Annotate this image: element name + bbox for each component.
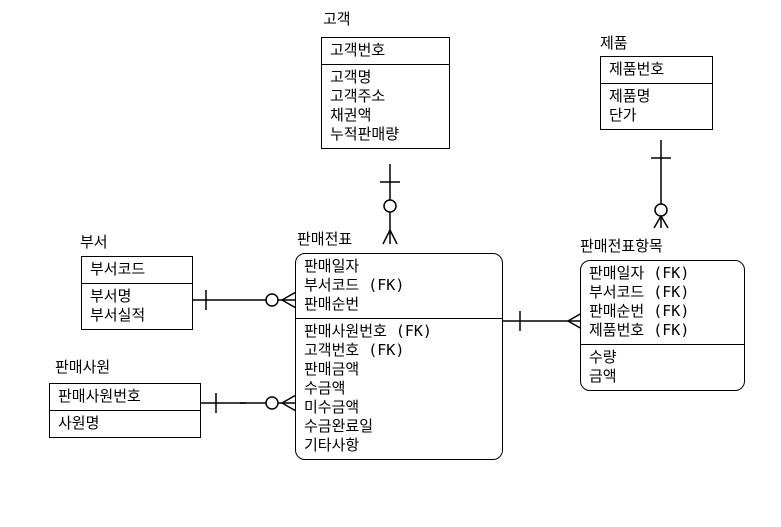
entity-salesperson-attr-section: 사원명 bbox=[50, 411, 200, 437]
entity-salesperson-pk-section: 판매사원번호 bbox=[50, 384, 200, 411]
entity-sales-slip-attr-section: 판매사원번호 (FK) 고객번호 (FK) 판매금액 수금액 미수금액 수금완료… bbox=[296, 319, 502, 459]
relationship-department-sales-slip bbox=[192, 290, 297, 310]
entity-customer-pk-section: 고객번호 bbox=[322, 38, 449, 65]
entity-sales-slip-pk-1: 부서코드 (FK) bbox=[304, 276, 405, 294]
entity-department-pk-section: 부서코드 bbox=[82, 257, 192, 284]
entity-sales-slip-item-attr-0: 수량 bbox=[589, 348, 617, 366]
entity-sales-slip-attr-6: 기타사항 bbox=[304, 436, 360, 454]
entity-sales-slip-pk-0: 판매일자 bbox=[304, 257, 360, 275]
entity-department-attr-section: 부서명 부서실적 bbox=[82, 284, 192, 329]
relationship-product-sales-slip-item bbox=[651, 140, 671, 229]
entity-product-attr-section: 제품명 단가 bbox=[601, 84, 712, 129]
relationship-sales-slip-sales-slip-item bbox=[502, 311, 583, 331]
entity-sales-slip-attr-4: 미수금액 bbox=[304, 398, 360, 416]
entity-salesperson[interactable]: 판매사원번호 사원명 bbox=[49, 383, 201, 438]
entity-customer-attr-1: 고객주소 bbox=[330, 87, 386, 105]
entity-customer[interactable]: 고객번호 고객명 고객주소 채권액 누적판매량 bbox=[321, 37, 450, 149]
entity-title-product: 제품 bbox=[600, 34, 628, 52]
entity-department[interactable]: 부서코드 부서명 부서실적 bbox=[81, 256, 193, 330]
entity-sales-slip-attr-2: 판매금액 bbox=[304, 360, 360, 378]
entity-sales-slip-attr-5: 수금완료일 bbox=[304, 417, 374, 435]
entity-sales-slip[interactable]: 판매일자 부서코드 (FK) 판매순번 판매사원번호 (FK) 고객번호 (FK… bbox=[295, 253, 503, 460]
relationship-salesperson-sales-slip bbox=[200, 393, 297, 413]
entity-product-attr-1: 단가 bbox=[609, 106, 637, 124]
entity-department-pk-0: 부서코드 bbox=[90, 260, 146, 278]
relationship-customer-sales-slip bbox=[380, 164, 400, 245]
entity-department-attr-0: 부서명 bbox=[90, 287, 132, 305]
entity-sales-slip-item-pk-0: 판매일자 (FK) bbox=[589, 264, 690, 282]
entity-customer-attr-2: 채권액 bbox=[330, 106, 372, 124]
entity-salesperson-attr-0: 사원명 bbox=[58, 414, 100, 432]
entity-sales-slip-item-attr-section: 수량 금액 bbox=[581, 345, 744, 390]
entity-product-pk-0: 제품번호 bbox=[609, 60, 665, 78]
entity-sales-slip-attr-3: 수금액 bbox=[304, 379, 346, 397]
entity-salesperson-pk-0: 판매사원번호 bbox=[58, 387, 141, 405]
entity-product-pk-section: 제품번호 bbox=[601, 57, 712, 84]
entity-sales-slip-item-pk-section: 판매일자 (FK) 부서코드 (FK) 판매순번 (FK) 제품번호 (FK) bbox=[581, 261, 744, 345]
entity-customer-pk-0: 고객번호 bbox=[330, 41, 386, 59]
entity-title-department: 부서 bbox=[80, 233, 108, 251]
entity-title-customer: 고객 bbox=[323, 10, 351, 28]
entity-sales-slip-item-pk-3: 제품번호 (FK) bbox=[589, 321, 690, 339]
entity-sales-slip-pk-2: 판매순번 bbox=[304, 295, 360, 313]
entity-title-sales-slip-item: 판매전표항목 bbox=[580, 237, 663, 255]
entity-sales-slip-item-attr-1: 금액 bbox=[589, 367, 617, 385]
entity-sales-slip-item-pk-2: 판매순번 (FK) bbox=[589, 302, 690, 320]
entity-sales-slip-item[interactable]: 판매일자 (FK) 부서코드 (FK) 판매순번 (FK) 제품번호 (FK) … bbox=[580, 260, 745, 391]
entity-department-attr-1: 부서실적 bbox=[90, 306, 146, 324]
entity-sales-slip-attr-0: 판매사원번호 (FK) bbox=[304, 322, 432, 340]
entity-sales-slip-attr-1: 고객번호 (FK) bbox=[304, 341, 405, 359]
entity-product[interactable]: 제품번호 제품명 단가 bbox=[600, 56, 713, 130]
entity-sales-slip-pk-section: 판매일자 부서코드 (FK) 판매순번 bbox=[296, 254, 502, 319]
entity-product-attr-0: 제품명 bbox=[609, 87, 651, 105]
entity-sales-slip-item-pk-1: 부서코드 (FK) bbox=[589, 283, 690, 301]
entity-customer-attr-3: 누적판매량 bbox=[330, 125, 400, 143]
entity-customer-attr-0: 고객명 bbox=[330, 68, 372, 86]
entity-customer-attr-section: 고객명 고객주소 채권액 누적판매량 bbox=[322, 65, 449, 148]
entity-title-salesperson: 판매사원 bbox=[55, 358, 111, 376]
entity-title-sales-slip: 판매전표 bbox=[297, 230, 353, 248]
